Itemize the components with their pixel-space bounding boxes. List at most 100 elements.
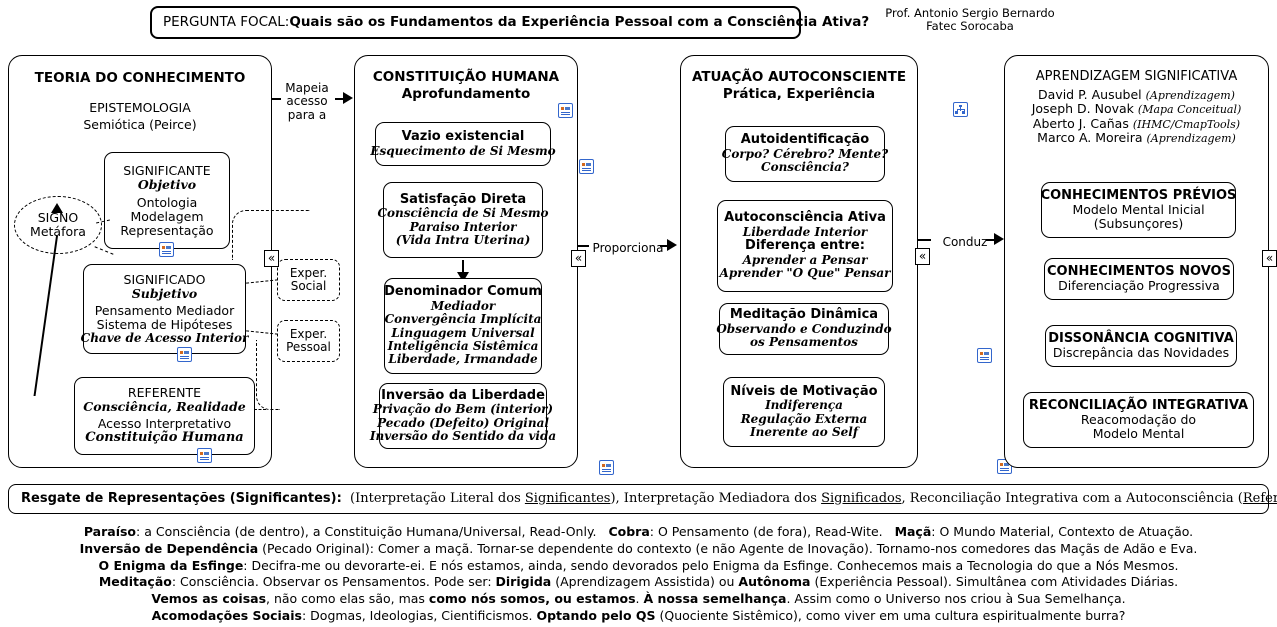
- node-exper-social[interactable]: Exper. Social: [277, 259, 340, 301]
- significado-line3: Chave de Acesso Interior: [80, 330, 249, 345]
- niveis-line1: Indiferença: [765, 398, 843, 413]
- exper-pessoal-line2: Pessoal: [286, 340, 331, 354]
- niveis-line3: Inerente ao Self: [750, 424, 858, 439]
- footer-bold-run: Acomodações Sociais: [151, 607, 302, 623]
- panel1-title: TEORIA DO CONHECIMENTO: [34, 70, 246, 86]
- footer-bold-run: Maçã: [894, 524, 932, 539]
- niveis-line2: Regulação Externa: [740, 411, 868, 426]
- denominador-title: Denominador Comum: [384, 284, 542, 300]
- node-vazio-existencial[interactable]: Vazio existencial Esquecimento de Si Mes…: [370, 122, 556, 166]
- satisfacao-arrow-down: [457, 272, 469, 282]
- resgate-part1b: ), Interpretação Mediadora dos: [610, 490, 822, 506]
- mapeia-line2: acesso: [286, 94, 328, 109]
- autocons-line4: Aprender "O Que" Pensar: [719, 266, 891, 281]
- node-conhecimentos-previos[interactable]: CONHECIMENTOS PRÉVIOS Modelo Mental Inic…: [1041, 182, 1236, 238]
- resource-icon[interactable]: [558, 103, 574, 118]
- connector-conduz-label: Conduz: [930, 231, 1000, 250]
- referente-line1: Acesso Interpretativo: [97, 416, 232, 432]
- footer-text-run: , não como elas são, mas: [266, 591, 429, 606]
- autocons-line1: Liberdade Interior: [742, 224, 868, 239]
- niveis-title: Níveis de Motivação: [730, 383, 878, 399]
- significado-line2: Sistema de Hipóteses: [96, 316, 233, 332]
- resource-icon[interactable]: [598, 460, 614, 475]
- footer-text-run: (Quociente Sistêmico), como viver em uma…: [655, 607, 1126, 623]
- footer-text-run: .: [635, 591, 644, 606]
- autocons-title: Autoconsciência Ativa: [724, 210, 886, 226]
- collapse-chevron-2[interactable]: «: [571, 250, 586, 267]
- footer-bold-run: À nossa semelhança: [643, 591, 787, 606]
- node-referente[interactable]: REFERENTE Consciência, Realidade Acesso …: [74, 377, 255, 455]
- novos-title: CONHECIMENTOS NOVOS: [1047, 263, 1231, 279]
- footer-bold-run: Dirigida: [495, 574, 552, 590]
- node-autoidentificacao[interactable]: Autoidentificação Corpo? Cérebro? Mente?…: [721, 126, 889, 182]
- node-meditacao-dinamica[interactable]: Meditação Dinâmica Observando e Conduzin…: [716, 303, 892, 355]
- footer-line-4: Meditação: Consciência. Observar os Pens…: [8, 574, 1269, 591]
- resource-icon[interactable]: [159, 242, 174, 257]
- resgate-part2b: , Reconciliação Integrativa com a Autoco…: [901, 490, 1243, 506]
- connector-line: [986, 239, 995, 241]
- referente-to-exper-dash: [256, 340, 280, 410]
- focal-question-text: Quais são os Fundamentos da Experiência …: [289, 13, 870, 30]
- node-dissonancia-cognitiva[interactable]: DISSONÂNCIA COGNITIVA Discrepância das N…: [1045, 325, 1237, 367]
- mapeia-line3: para a: [287, 107, 327, 122]
- footer-text-run: (Aprendizagem Assistida) ou: [551, 574, 739, 590]
- autoid-title: Autoidentificação: [740, 132, 870, 148]
- node-satisfacao-direta[interactable]: Satisfação Direta Consciência de Si Mesm…: [377, 182, 549, 258]
- proporciona-arrow: [667, 239, 677, 251]
- autoid-line1: Corpo? Cérebro? Mente?: [721, 146, 889, 161]
- denominador-line5: Liberdade, Irmandade: [388, 352, 538, 367]
- collapse-chevron-1[interactable]: «: [264, 250, 279, 267]
- meditacao-line1: Observando e Conduzindo: [716, 321, 892, 336]
- footer-line-1: Paraíso: a Consciência (de dentro), a Co…: [8, 524, 1269, 541]
- reconciliacao-line2: Modelo Mental: [1092, 426, 1185, 442]
- node-conhecimentos-novos[interactable]: CONHECIMENTOS NOVOS Diferenciação Progre…: [1044, 258, 1234, 300]
- node-denominador-comum[interactable]: Denominador Comum Mediador Convergência …: [384, 278, 542, 374]
- footer-text-run: (Pecado Original): Comer a maçã. Tornar-…: [258, 540, 1198, 556]
- node-significante[interactable]: SIGNIFICANTE Objetivo Ontologia Modelage…: [104, 152, 230, 249]
- meditacao-title: Meditação Dinâmica: [729, 307, 879, 323]
- significante-to-exper-dash: [232, 210, 310, 260]
- mapeia-line1: Mapeia: [285, 81, 329, 95]
- connector-line: [335, 98, 343, 100]
- panel2-title: CONSTITUIÇÃO HUMANA: [372, 69, 560, 85]
- signo-line2: Metáfora: [30, 224, 86, 239]
- autocons-line3: Aprender a Pensar: [742, 252, 868, 267]
- collapse-chevron-3[interactable]: «: [915, 248, 930, 265]
- resource-icon[interactable]: [578, 159, 594, 174]
- node-inversao-da-liberdade[interactable]: Inversão da Liberdade Privação do Bem (i…: [370, 383, 556, 449]
- reconciliacao-line1: Reacomodação do: [1080, 412, 1197, 428]
- concept-map-icon[interactable]: [952, 102, 968, 117]
- node-autoconsciencia-ativa[interactable]: Autoconsciência Ativa Liberdade Interior…: [717, 200, 893, 292]
- node-signo[interactable]: SIGNO Metáfora: [14, 196, 102, 254]
- node-significado[interactable]: SIGNIFICADO Subjetivo Pensamento Mediado…: [80, 264, 249, 354]
- footer-bold-run: Inversão de Dependência: [79, 540, 259, 556]
- footer-bold-run: Optando pelo QS: [536, 607, 656, 623]
- panel1-sub2: Semiótica (Peirce): [83, 117, 197, 132]
- node-reconciliacao-integrativa[interactable]: RECONCILIAÇÃO INTEGRATIVA Reacomodação d…: [1023, 392, 1254, 448]
- satisfacao-line3: (Vida Intra Uterina): [395, 232, 531, 247]
- referente-script: Consciência, Realidade: [83, 399, 246, 415]
- footer-text-run: (Experiência Pessoal). Simultânea com At…: [810, 574, 1179, 590]
- footer-bold-run: O Enigma da Esfinge: [98, 557, 244, 573]
- author-2-note: (IHMC/CmapTools): [1132, 117, 1241, 131]
- connector-line: [660, 245, 668, 247]
- author-3-note: (Aprendizagem): [1146, 131, 1236, 145]
- author-1-name: Joseph D. Novak: [1031, 101, 1134, 117]
- collapse-chevron-4[interactable]: «: [1262, 250, 1277, 267]
- byline: Prof. Antonio Sergio Bernardo Fatec Soro…: [820, 7, 1120, 33]
- node-niveis-de-motivacao[interactable]: Níveis de Motivação Indiferença Regulaçã…: [723, 377, 885, 447]
- connector-line: [462, 260, 464, 274]
- resource-icon[interactable]: [197, 448, 213, 463]
- node-exper-pessoal[interactable]: Exper. Pessoal: [277, 320, 340, 362]
- footer-text-run: : Decifra-me ou devorarte-ei. E nós esta…: [243, 557, 1179, 573]
- satisfacao-line2: Paraiso Interior: [409, 219, 517, 234]
- inversao-line1: Privação do Bem (interior): [372, 402, 554, 417]
- panel3-subtitle: Prática, Experiência: [722, 86, 876, 102]
- connector-line: [272, 98, 281, 100]
- panel1-sub1: EPISTEMOLOGIA: [89, 100, 191, 115]
- resource-icon[interactable]: [177, 347, 193, 362]
- previos-title: CONHECIMENTOS PRÉVIOS: [1040, 187, 1237, 203]
- resource-icon[interactable]: [976, 348, 992, 363]
- conduz-arrow: [994, 233, 1004, 245]
- significante-script: Objetivo: [137, 176, 197, 192]
